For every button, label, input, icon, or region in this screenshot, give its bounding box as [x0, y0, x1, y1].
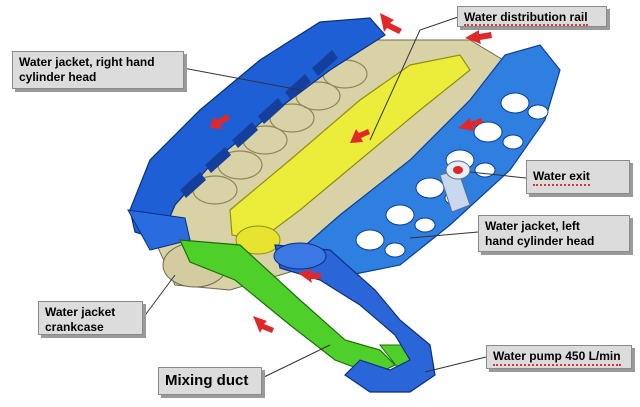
label-text-line1: Water jacket, left [485, 219, 580, 233]
leader-lines [142, 16, 527, 379]
leader-mixing [261, 344, 331, 379]
flow-arrow [380, 13, 402, 34]
label-text-line1: Water jacket, right hand [19, 55, 155, 69]
leader-left-head [409, 231, 479, 239]
label-text-line2: cylinder head [19, 70, 97, 84]
water-pump [273, 242, 436, 393]
leader-exit [469, 171, 527, 179]
flow-arrow [210, 114, 230, 129]
label-water-pump: Water pump 450 L/min [486, 345, 632, 369]
flow-arrow [350, 129, 370, 143]
label-water-exit: Water exit [526, 160, 630, 194]
leader-right-head [182, 67, 301, 91]
flow-arrow [253, 316, 274, 333]
water-exit-nozzle [439, 160, 471, 213]
label-water-jacket-left-head: Water jacket, left hand cylinder head [478, 215, 630, 252]
flow-arrow [458, 118, 483, 131]
leader-rail [369, 16, 459, 141]
flow-arrow [298, 269, 321, 283]
label-water-jacket-right-head: Water jacket, right hand cylinder head [12, 51, 184, 89]
label-text-line2: crankcase [45, 320, 104, 334]
leader-pump [424, 356, 487, 373]
left-hand-head-water-jacket [299, 44, 561, 276]
label-text: Mixing duct [165, 372, 249, 389]
right-hand-head-water-jacket [127, 17, 386, 251]
label-text: Water distribution rail [464, 10, 588, 26]
water-distribution-rail [229, 54, 471, 255]
label-mixing-duct: Mixing duct [158, 367, 262, 395]
label-text: Water exit [533, 169, 590, 186]
label-text-line2: hand cylinder head [485, 234, 595, 248]
label-text-line1: Water jacket [45, 305, 116, 319]
label-water-jacket-crankcase: Water jacket crankcase [38, 301, 143, 335]
flow-arrow [465, 30, 492, 44]
label-text: Water pump 450 L/min [493, 349, 621, 366]
label-water-distribution-rail: Water distribution rail [457, 6, 607, 27]
flow-arrows [210, 13, 492, 333]
leader-crankcase [142, 274, 176, 319]
